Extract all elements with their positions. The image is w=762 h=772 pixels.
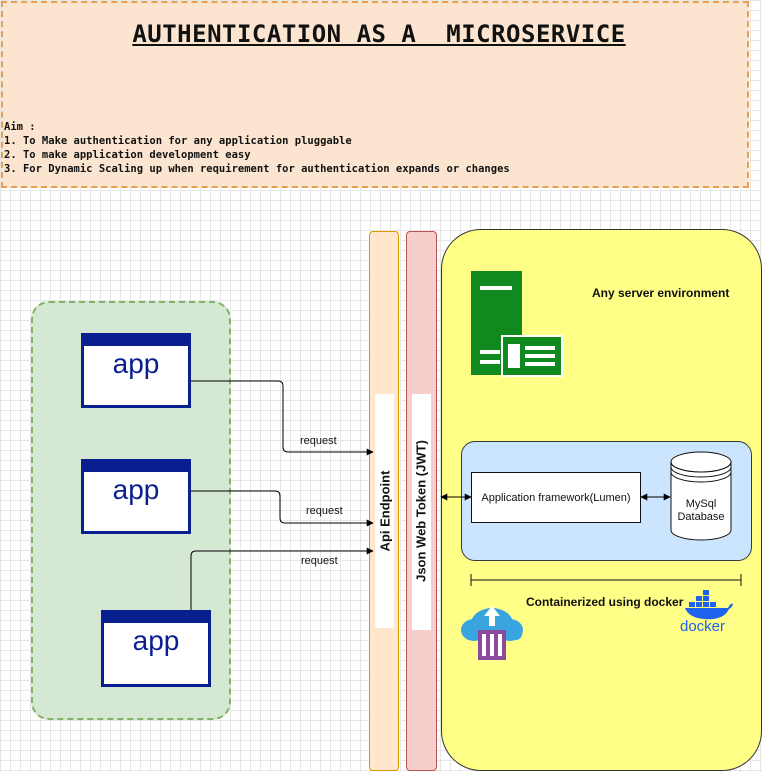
app-label: app	[112, 474, 160, 505]
request-label-3: request	[301, 555, 338, 567]
app-window-titlebar	[84, 462, 188, 472]
page-title: AUTHENTICATION AS A MICROSERVICE	[132, 20, 626, 48]
aim-text: Aim : 1. To Make authentication for any …	[4, 120, 510, 176]
application-framework-box[interactable]: Application framework(Lumen)	[471, 472, 641, 523]
app-window-1[interactable]: app	[81, 333, 191, 408]
database-label: MySql Database	[672, 498, 730, 524]
server-icon	[471, 271, 563, 377]
app-label: app	[132, 625, 180, 656]
app-window-2[interactable]: app	[81, 459, 191, 534]
aim-item-2: 2. To make application development easy	[4, 149, 251, 161]
aim-item-1: 1. To Make authentication for any applic…	[4, 135, 352, 147]
app-window-titlebar	[84, 336, 188, 346]
docker-whale-icon	[685, 590, 733, 620]
connector-request-3	[190, 547, 374, 610]
docker-wordmark: docker	[680, 618, 726, 635]
app-window-titlebar	[104, 613, 208, 623]
cloud-upload-icon	[461, 606, 523, 660]
containerized-label: Containerized using docker	[526, 595, 684, 609]
database-label-line2: Database	[677, 511, 725, 523]
aim-heading: Aim :	[4, 121, 36, 133]
connector-request-1	[191, 380, 374, 456]
header-panel	[1, 1, 749, 188]
docker-span-line	[470, 574, 742, 586]
api-endpoint-inner	[375, 394, 394, 628]
aim-item-3: 3. For Dynamic Scaling up when requireme…	[4, 163, 510, 175]
request-label-2: request	[306, 505, 343, 517]
app-label: app	[112, 348, 160, 379]
connector-request-2	[191, 490, 374, 527]
request-label-1: request	[300, 435, 337, 447]
database-label-line1: MySql	[685, 498, 717, 510]
database-icon	[670, 451, 732, 541]
app-window-3[interactable]: app	[101, 610, 211, 687]
server-environment-label: Any server environment	[592, 286, 730, 300]
jwt-inner	[412, 394, 431, 630]
